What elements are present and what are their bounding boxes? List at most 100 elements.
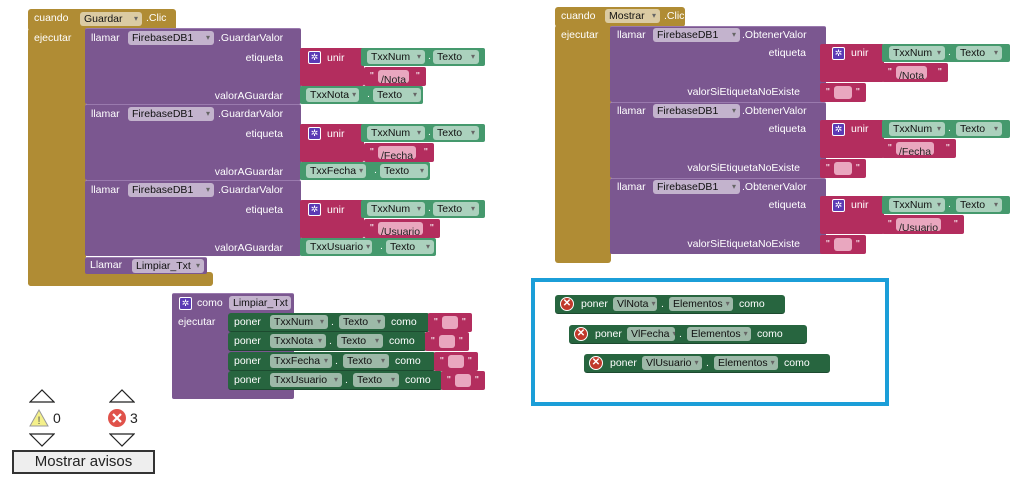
component-dropdown[interactable]: TxxNum▾ <box>889 46 945 60</box>
mutator-gear-icon[interactable]: ✲ <box>308 203 321 216</box>
component-dropdown[interactable]: TxxNota▾ <box>270 334 326 349</box>
quote-open: " <box>826 162 830 174</box>
quote-close: " <box>946 142 950 154</box>
property-dropdown[interactable]: Texto▾ <box>337 334 383 349</box>
text-field[interactable] <box>834 86 852 99</box>
text-field[interactable] <box>442 316 458 329</box>
component-dropdown[interactable]: Guardar▾ <box>80 12 142 26</box>
component-dropdown[interactable]: FirebaseDB1▾ <box>128 183 214 197</box>
chevron-down-icon: ▾ <box>352 90 357 99</box>
text-field[interactable]: /Nota <box>378 70 410 86</box>
component-dropdown[interactable]: FirebaseDB1▾ <box>653 104 740 118</box>
component-dropdown[interactable]: TxxUsuario▾ <box>306 240 372 254</box>
mutator-gear-icon[interactable]: ✲ <box>308 127 321 140</box>
chevron-down-icon: ▾ <box>731 182 736 191</box>
property-dropdown[interactable]: Elementos▾ <box>669 297 733 311</box>
component-dropdown[interactable]: VlFecha▾ <box>627 327 675 341</box>
property-dropdown[interactable]: Texto▾ <box>386 240 434 254</box>
component-dropdown[interactable]: TxxFecha▾ <box>306 164 366 178</box>
valorsietiquetanoexiste-label: valorSiEtiquetaNoExiste <box>687 162 800 174</box>
como-label: como <box>197 297 223 309</box>
property-dropdown[interactable]: Elementos▾ <box>714 356 778 370</box>
chevron-down-icon: ▾ <box>333 374 338 384</box>
procedure-name-field[interactable]: Limpiar_Txt <box>229 296 291 310</box>
component-dropdown[interactable]: VlNota▾ <box>613 297 657 311</box>
component-dropdown[interactable]: FirebaseDB1▾ <box>128 107 214 121</box>
component-dropdown[interactable]: FirebaseDB1▾ <box>128 31 214 45</box>
text-field[interactable]: /Usuario <box>378 222 424 238</box>
property-dropdown[interactable]: Texto▾ <box>956 122 1002 136</box>
property-dropdown[interactable]: Texto▾ <box>373 88 421 102</box>
quote-open: " <box>447 373 451 386</box>
error-icon[interactable]: ✕ <box>574 327 588 341</box>
property-dropdown-label: Texto <box>960 199 986 211</box>
component-dropdown[interactable]: TxxNum▾ <box>889 122 945 136</box>
text-field[interactable] <box>455 373 471 387</box>
property-dropdown[interactable]: Texto▾ <box>339 315 385 329</box>
call-guardarvalor-block[interactable] <box>85 104 301 180</box>
quote-open: " <box>434 316 438 328</box>
svg-text:!: ! <box>37 415 40 427</box>
property-dropdown[interactable]: Texto▾ <box>433 126 479 140</box>
text-field[interactable]: /Nota <box>896 66 928 82</box>
mutator-gear-icon[interactable]: ✲ <box>179 297 192 310</box>
property-dropdown[interactable]: Texto▾ <box>956 198 1002 212</box>
component-dropdown[interactable]: TxxNum▾ <box>367 202 425 216</box>
dot: . <box>428 126 431 138</box>
mutator-gear-icon[interactable]: ✲ <box>308 51 321 64</box>
next-error-arrow-icon[interactable] <box>108 433 136 447</box>
property-dropdown[interactable]: Texto▾ <box>353 372 399 387</box>
component-dropdown-label: VlFecha <box>631 328 670 340</box>
mutator-gear-icon[interactable]: ✲ <box>832 199 845 212</box>
text-field[interactable] <box>834 162 852 175</box>
mutator-gear-icon[interactable]: ✲ <box>832 47 845 60</box>
property-dropdown-label: Texto <box>357 373 383 386</box>
procedure-dropdown[interactable]: Limpiar_Txt▾ <box>132 259 204 273</box>
mutator-gear-icon[interactable]: ✲ <box>832 123 845 136</box>
previous-error-arrow-icon[interactable] <box>108 389 136 403</box>
join-block[interactable] <box>820 120 884 158</box>
component-dropdown[interactable]: TxxFecha▾ <box>270 353 332 368</box>
component-dropdown[interactable]: TxxNota▾ <box>306 88 359 102</box>
component-dropdown[interactable]: VlUsuario▾ <box>642 356 702 370</box>
component-dropdown[interactable]: TxxNum▾ <box>889 198 945 212</box>
property-dropdown[interactable]: Texto▾ <box>956 46 1002 60</box>
llamar-label: llamar <box>617 105 646 117</box>
property-dropdown[interactable]: Texto▾ <box>343 353 389 368</box>
property-dropdown[interactable]: Elementos▾ <box>687 327 751 341</box>
component-dropdown[interactable]: FirebaseDB1▾ <box>653 180 740 194</box>
property-dropdown-label: Texto <box>960 47 986 59</box>
dot: . <box>948 198 951 210</box>
component-dropdown[interactable]: TxxNum▾ <box>367 126 425 140</box>
join-block[interactable] <box>820 44 884 82</box>
unir-label: unir <box>851 47 869 59</box>
poner-label: poner <box>581 298 608 310</box>
text-field[interactable]: /Usuario <box>896 218 942 234</box>
show-warnings-button[interactable]: Mostrar avisos <box>12 450 155 474</box>
property-dropdown[interactable]: Texto▾ <box>433 202 479 216</box>
previous-warning-arrow-icon[interactable] <box>28 389 56 403</box>
text-field[interactable]: /Fecha <box>378 146 417 162</box>
property-dropdown-label: Texto <box>437 51 463 63</box>
component-dropdown[interactable]: FirebaseDB1▾ <box>653 28 740 42</box>
error-icon[interactable]: ✕ <box>560 297 574 311</box>
component-dropdown-label: TxxNum <box>893 47 933 59</box>
next-warning-arrow-icon[interactable] <box>28 433 56 447</box>
error-icon[interactable]: ✕ <box>589 356 603 370</box>
component-dropdown-label: FirebaseDB1 <box>132 184 194 196</box>
component-dropdown[interactable]: TxxNum▾ <box>367 50 425 64</box>
text-field[interactable] <box>448 354 464 368</box>
property-dropdown-label: Texto <box>437 203 463 215</box>
text-field[interactable] <box>439 335 455 349</box>
component-dropdown[interactable]: Mostrar▾ <box>605 9 660 23</box>
join-block[interactable] <box>820 196 884 234</box>
dot: . <box>661 298 664 310</box>
text-field[interactable] <box>834 238 852 251</box>
property-dropdown[interactable]: Texto▾ <box>380 164 428 178</box>
property-dropdown[interactable]: Texto▾ <box>433 50 479 64</box>
component-dropdown[interactable]: TxxUsuario▾ <box>270 372 342 387</box>
component-dropdown[interactable]: TxxNum▾ <box>270 315 328 329</box>
property-dropdown-label: Elementos <box>691 328 741 340</box>
event-name: .Clic <box>146 12 167 24</box>
text-field[interactable]: /Fecha <box>896 142 935 158</box>
